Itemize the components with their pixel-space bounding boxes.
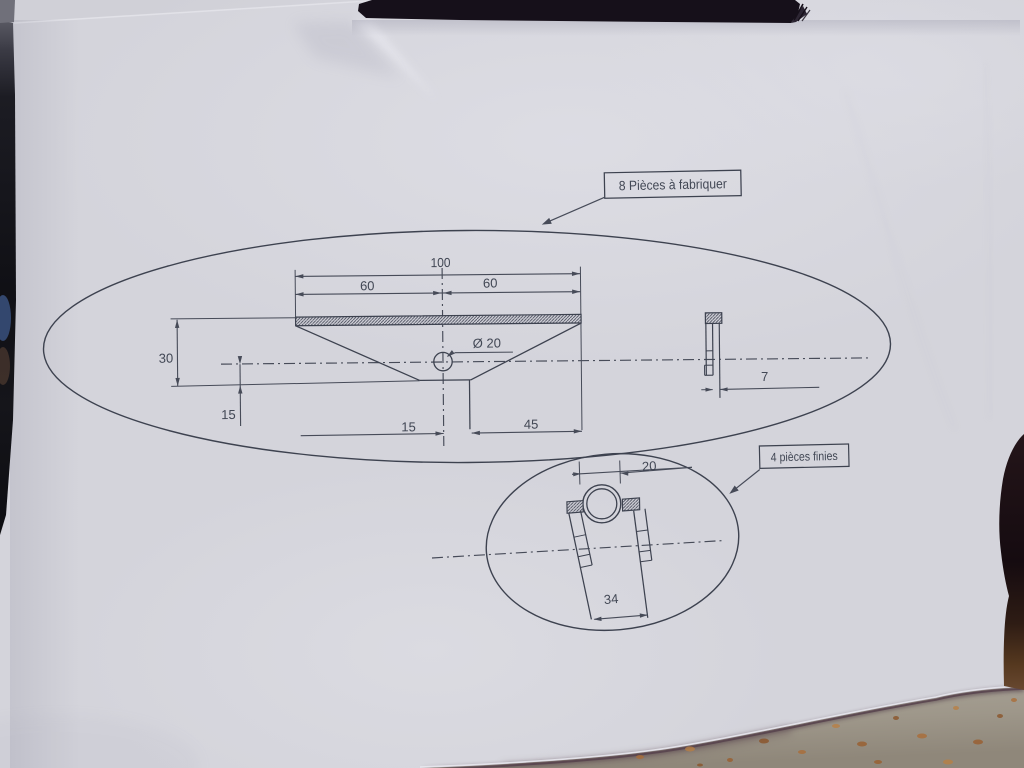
svg-text:34: 34 [603,591,619,607]
svg-text:7: 7 [761,369,768,384]
svg-text:20: 20 [642,458,657,474]
svg-text:60: 60 [360,278,375,293]
svg-text:15: 15 [221,407,236,422]
svg-text:15: 15 [401,419,416,434]
svg-text:4 pièces finies: 4 pièces finies [771,449,838,465]
svg-text:100: 100 [430,255,450,270]
svg-text:Ø 20: Ø 20 [473,335,501,350]
svg-text:60: 60 [483,275,498,290]
svg-text:45: 45 [524,417,539,432]
svg-text:8 Pièces à fabriquer: 8 Pièces à fabriquer [619,176,728,193]
svg-text:30: 30 [159,351,174,366]
